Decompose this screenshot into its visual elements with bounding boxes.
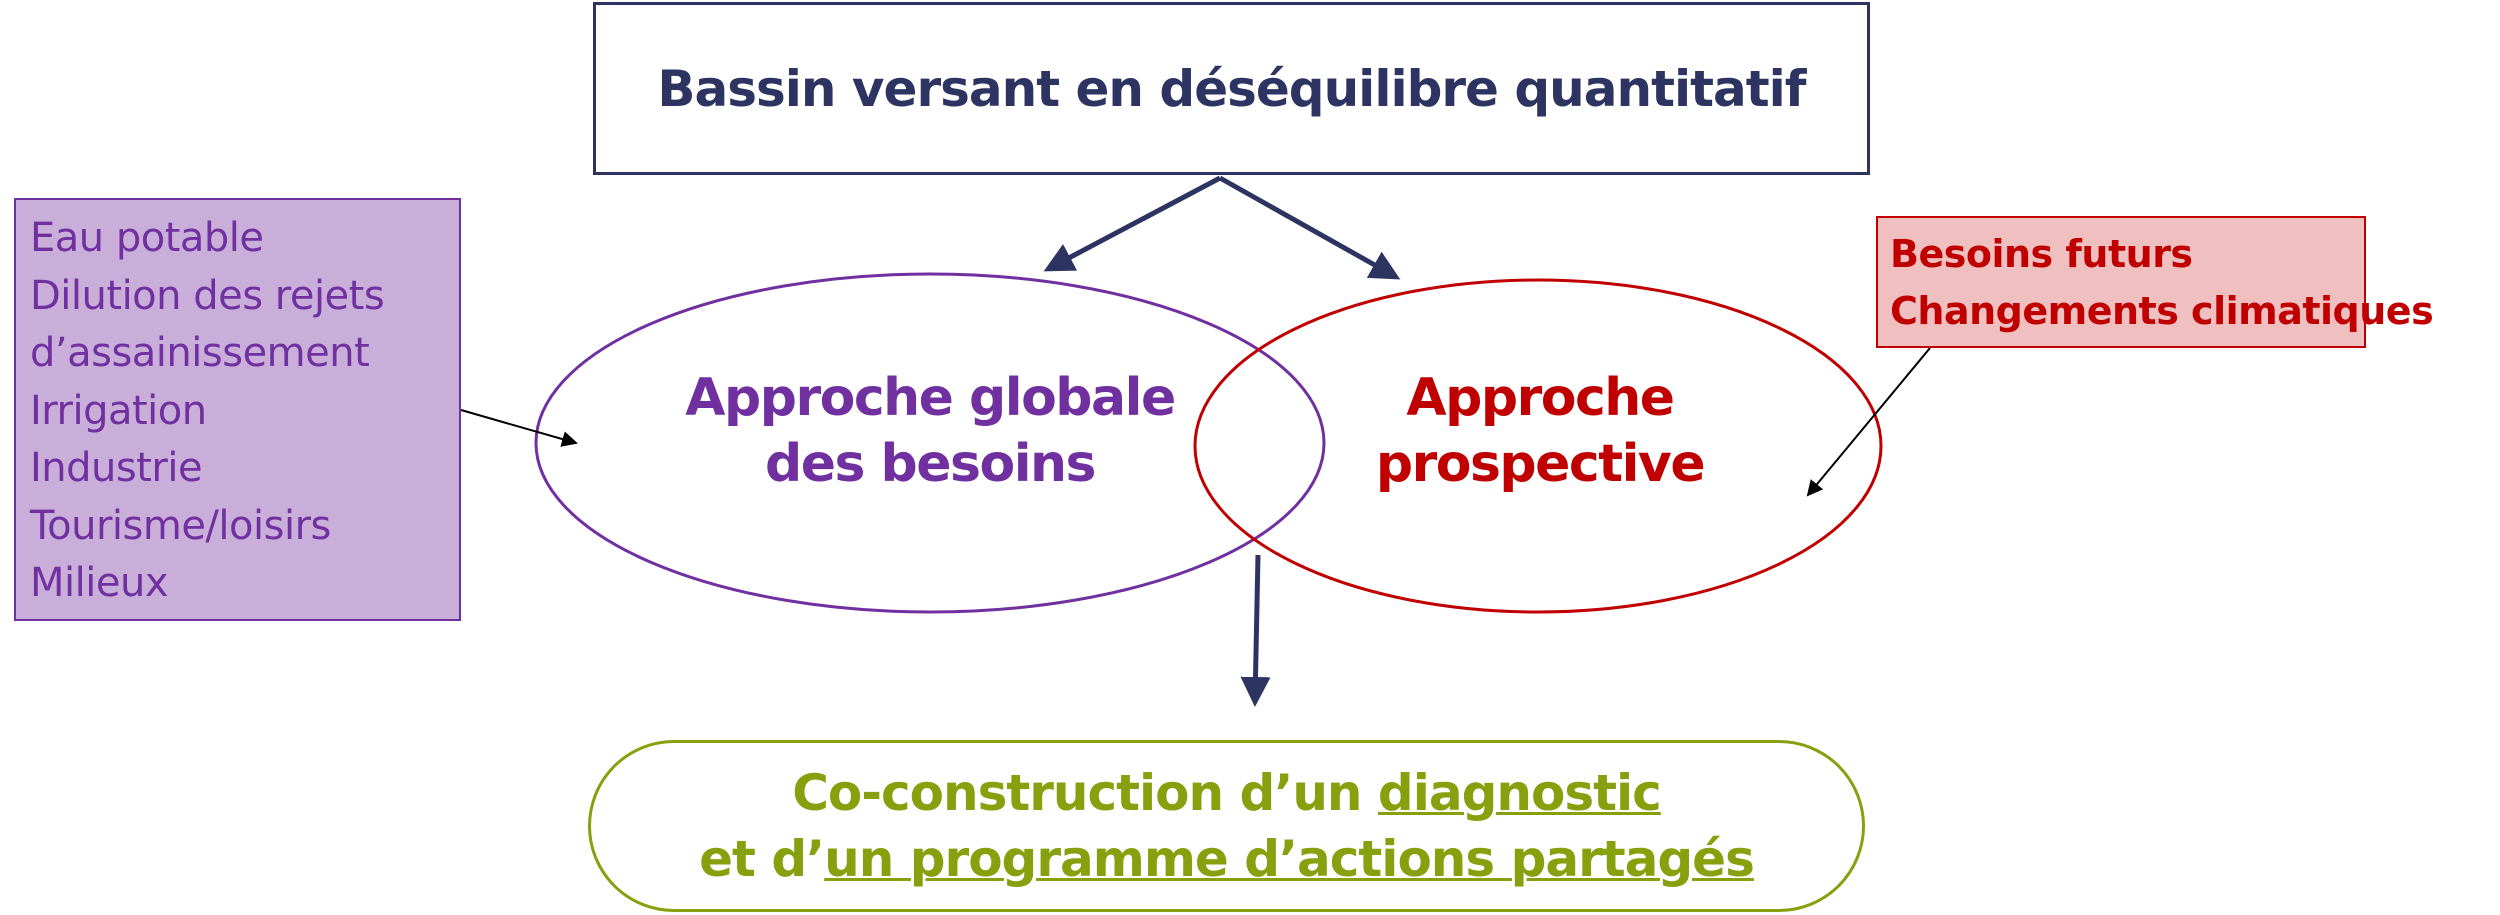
result-line1-underlined: diagnostic <box>1377 764 1662 822</box>
needs-item: Milieux <box>30 560 168 606</box>
right-ellipse <box>1193 278 1883 614</box>
left-ellipse-line2: des besoins <box>764 434 1097 494</box>
result-line1-prefix: Co-construction d’un <box>792 764 1378 822</box>
future-box: Besoins futurs Changements climatiques <box>1876 216 2434 348</box>
result-line2: et d’un programme d’actions partagés <box>699 826 1755 892</box>
right-ellipse-line2: prospective <box>1375 434 1706 494</box>
left-ellipse-label: Approche globale des besoins <box>640 365 1220 497</box>
arrow-to-left-ellipse <box>1043 175 1222 272</box>
needs-item: Irrigation <box>30 387 207 434</box>
right-ellipse-label: Approche prospective <box>1340 365 1740 497</box>
future-item: Changements climatiques <box>1890 289 2434 333</box>
result-box: Co-construction d’un diagnostic et d’un … <box>588 740 1865 912</box>
result-line2-prefix: et d’ <box>699 830 825 888</box>
arrow-to-right-ellipse <box>1218 175 1401 280</box>
left-ellipse-line1: Approche globale <box>685 368 1176 428</box>
right-ellipse-line1: Approche <box>1406 368 1675 428</box>
result-line2-underlined: un programme d’actions partagés <box>824 830 1755 888</box>
needs-item: Industrie <box>30 445 203 491</box>
needs-item: Dilution des rejets <box>30 272 385 319</box>
future-item: Besoins futurs <box>1890 232 2193 276</box>
title-text: Bassin versant en déséquilibre quantitat… <box>657 59 1806 118</box>
needs-item: Tourisme/loisirs <box>30 502 331 549</box>
needs-box: Eau potable Dilution des rejets d’assain… <box>14 198 461 621</box>
title-box: Bassin versant en déséquilibre quantitat… <box>593 2 1870 175</box>
arrow-future <box>1806 347 1931 497</box>
needs-item: Eau potable <box>30 215 264 261</box>
left-ellipse <box>534 272 1326 614</box>
arrow-needs <box>460 409 578 447</box>
arrow-to-result <box>1240 554 1271 707</box>
result-line1: Co-construction d’un diagnostic <box>792 760 1662 826</box>
needs-item: d’assainissement <box>30 330 370 376</box>
